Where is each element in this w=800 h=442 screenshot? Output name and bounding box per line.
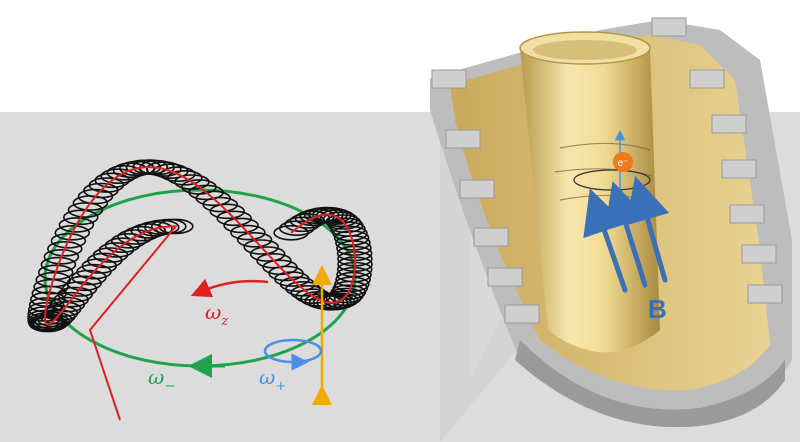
electrode-ribs-right bbox=[651, 17, 783, 304]
helix-loop bbox=[230, 224, 266, 241]
helix-loop bbox=[137, 221, 173, 237]
helix-loop bbox=[54, 225, 91, 241]
helix-loop bbox=[249, 246, 286, 262]
particle-motion bbox=[27, 159, 373, 421]
electron-label: e⁻ bbox=[618, 158, 629, 169]
helix-loop bbox=[335, 271, 371, 288]
omega-z-label: ωz bbox=[205, 300, 228, 329]
electrode-ribs-left bbox=[431, 69, 540, 324]
helix-loop bbox=[167, 170, 203, 186]
field-arrow-icon bbox=[625, 175, 670, 283]
helix-loop bbox=[236, 232, 273, 248]
helix-loop bbox=[40, 256, 77, 273]
axial-motion-path bbox=[44, 166, 356, 421]
panel-background bbox=[0, 112, 470, 442]
axial-arrow bbox=[190, 278, 269, 298]
helix-loop bbox=[28, 297, 65, 313]
helix-loop bbox=[216, 210, 252, 227]
helix-loop bbox=[243, 239, 280, 255]
helix-loop bbox=[202, 196, 238, 213]
field-arrow-icon bbox=[604, 181, 648, 288]
trap-base bbox=[515, 340, 785, 428]
helix-loop bbox=[47, 241, 83, 257]
helix-loop bbox=[117, 229, 153, 245]
helix-loop bbox=[303, 207, 340, 223]
helix-loop bbox=[35, 271, 72, 288]
omega-plus-label: ω+ bbox=[259, 365, 286, 394]
helix-loop bbox=[77, 188, 114, 205]
helix-loop bbox=[29, 291, 66, 308]
magnetic-field-arrows bbox=[583, 175, 670, 293]
omega-minus-label: ω− bbox=[148, 365, 175, 394]
helix-loop bbox=[50, 233, 87, 249]
helix-loop bbox=[209, 203, 245, 220]
electron-icon: e⁻ bbox=[613, 152, 633, 172]
helix-loop bbox=[71, 269, 107, 286]
helix-loop bbox=[333, 230, 370, 246]
helix-loop bbox=[37, 264, 74, 281]
helix-loop bbox=[223, 217, 259, 234]
magnetic-field-label: B bbox=[648, 294, 667, 324]
helix-loop bbox=[160, 166, 196, 182]
field-arrow-icon bbox=[583, 188, 628, 293]
cyclotron-helix bbox=[27, 159, 373, 333]
helix-loop bbox=[58, 217, 95, 233]
helix-loop bbox=[63, 209, 99, 226]
helix-loop bbox=[146, 161, 182, 177]
helix-loop bbox=[273, 225, 309, 241]
bore-inner-shadow bbox=[533, 40, 637, 60]
helix-loop bbox=[284, 216, 321, 233]
helix-loop bbox=[110, 233, 147, 249]
helix-loop bbox=[43, 248, 80, 265]
